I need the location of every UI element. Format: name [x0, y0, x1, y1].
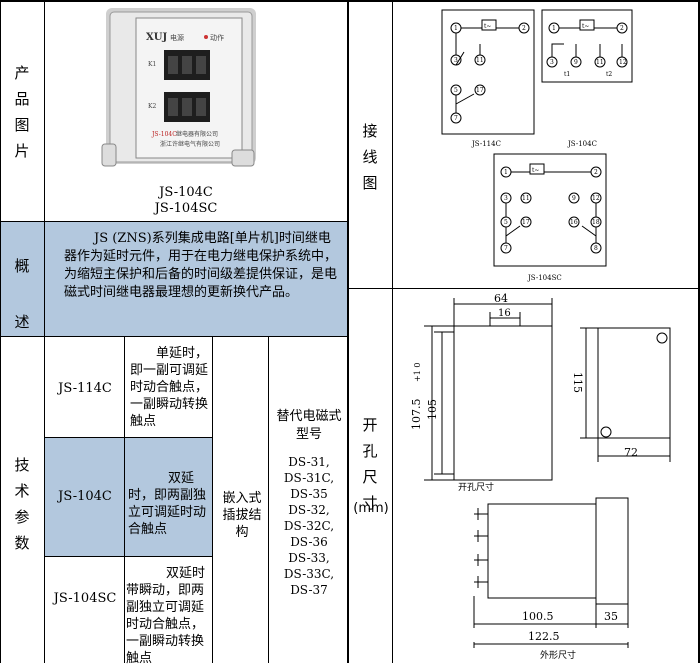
table-border-left — [0, 0, 1, 663]
svg-text:17: 17 — [522, 219, 530, 226]
svg-text:电源: 电源 — [170, 33, 184, 42]
svg-text:K1: K1 — [148, 61, 156, 68]
svg-text:3: 3 — [454, 57, 458, 64]
svg-text:11: 11 — [596, 59, 604, 66]
svg-text:2: 2 — [594, 169, 598, 176]
svg-text:18: 18 — [592, 219, 600, 226]
svg-text:JS-104C: JS-104C — [567, 140, 597, 148]
svg-text:t1: t1 — [564, 71, 570, 78]
row1-desc: 单延时，即一副可调延时动合触点，一副瞬动转换触点 — [130, 346, 209, 429]
divider-col-right — [392, 0, 393, 663]
svg-text:7: 7 — [454, 115, 458, 122]
table-border-top — [0, 0, 700, 2]
replace-models: DS-31,DS-31C,DS-35 DS-32,DS-32C,DS-36 DS… — [283, 455, 335, 597]
divider-col-left — [44, 0, 45, 663]
table-border-right — [698, 0, 700, 663]
svg-text:16: 16 — [498, 308, 511, 319]
svg-text:107.5: 107.5 — [410, 399, 423, 431]
svg-text:3: 3 — [550, 59, 554, 66]
svg-text:105: 105 — [426, 399, 439, 420]
svg-text:t2: t2 — [606, 71, 612, 78]
svg-text:12: 12 — [592, 195, 600, 202]
product-image-label: 产品图片 — [14, 64, 30, 160]
svg-text:动作: 动作 — [210, 33, 224, 42]
svg-text:2: 2 — [620, 25, 624, 32]
cutout-label: 开孔尺寸 — [362, 416, 378, 512]
svg-text:11: 11 — [476, 57, 484, 64]
row2-desc: 双延时，即两副独立可调延时动合触点 — [128, 471, 207, 537]
divider-row-photo — [0, 221, 348, 222]
row2-model: JS-104C — [58, 489, 112, 504]
svg-text:XUJ: XUJ — [146, 32, 167, 43]
divider-row-overview — [0, 336, 348, 337]
svg-text:JS-104C: JS-104C — [151, 131, 177, 138]
replace-title: 替代电磁式型号 — [276, 409, 342, 442]
svg-text:JS-104SC: JS-104SC — [527, 274, 562, 282]
svg-text:12: 12 — [619, 59, 627, 66]
svg-text:7: 7 — [504, 245, 508, 252]
row3-desc: 双延时带瞬动，即两副独立可调延时动合触点，一副瞬动转换触点 — [126, 566, 206, 666]
row3-model: JS-104SC — [53, 591, 117, 606]
svg-text:100.5: 100.5 — [522, 610, 554, 623]
tech-params-label: 技术参数 — [14, 456, 30, 552]
product-model-2: JS-104SC — [154, 201, 218, 216]
dimension-drawing: 64 16 107.5 105 +1 0 115 72 100.5 35 122… — [410, 292, 671, 661]
row1-model: JS-114C — [58, 381, 112, 396]
svg-text:继电器有限公司: 继电器有限公司 — [176, 130, 218, 138]
mount-type: 嵌入式插拔结构 — [222, 491, 262, 540]
divider-row-wiring — [348, 288, 698, 289]
divider-row-tech2 — [44, 556, 212, 557]
svg-text:11: 11 — [522, 195, 530, 202]
divider-row-tech1 — [44, 437, 212, 438]
wiring-label: 接线图 — [362, 122, 378, 192]
svg-text:64: 64 — [494, 292, 508, 305]
svg-text:t~: t~ — [532, 167, 539, 174]
svg-text:3: 3 — [504, 195, 508, 202]
svg-text:外形尺寸: 外形尺寸 — [540, 649, 576, 661]
svg-text:+1 0: +1 0 — [413, 363, 422, 382]
product-model-1: JS-104C — [159, 185, 213, 200]
svg-text:115: 115 — [571, 372, 584, 393]
svg-text:1: 1 — [504, 169, 508, 176]
svg-text:17: 17 — [476, 87, 484, 94]
svg-text:2: 2 — [522, 25, 526, 32]
overview-label-cell-bg — [0, 222, 44, 336]
cutout-unit: (mm) — [353, 501, 389, 516]
svg-text:5: 5 — [504, 219, 508, 226]
row2-model-bg — [44, 438, 124, 556]
svg-text:开孔尺寸: 开孔尺寸 — [458, 481, 494, 493]
divider-col-mount — [268, 337, 269, 663]
overview-text-cell-bg — [44, 222, 348, 336]
divider-col-desc — [212, 337, 213, 663]
svg-text:5: 5 — [454, 87, 458, 94]
svg-text:t~: t~ — [582, 23, 589, 30]
svg-text:浙江许继电气有限公司: 浙江许继电气有限公司 — [160, 140, 220, 148]
svg-text:t~: t~ — [484, 23, 491, 30]
svg-text:8: 8 — [594, 245, 598, 252]
overview-text: JS (ZNS)系列集成电路[单片机]时间继电器作为延时元件，用于在电力继电保护… — [64, 231, 338, 300]
divider-col-model — [124, 337, 125, 663]
svg-text:9: 9 — [572, 195, 576, 202]
product-photo: XUJ 电源 动作 K1 K2 JS-104C 继电器有限公司 浙江许继电气有限… — [101, 8, 256, 167]
svg-text:1: 1 — [552, 25, 556, 32]
row2-desc-bg — [124, 438, 212, 556]
svg-text:16: 16 — [570, 219, 578, 226]
svg-text:122.5: 122.5 — [528, 630, 560, 643]
svg-text:K2: K2 — [148, 103, 156, 110]
svg-text:72: 72 — [624, 446, 638, 459]
svg-text:1: 1 — [454, 25, 458, 32]
svg-text:JS-114C: JS-114C — [471, 140, 501, 148]
overview-label: 概述 — [14, 257, 30, 331]
svg-text:35: 35 — [604, 610, 618, 623]
svg-text:9: 9 — [574, 59, 578, 66]
divider-col-main — [347, 0, 349, 663]
